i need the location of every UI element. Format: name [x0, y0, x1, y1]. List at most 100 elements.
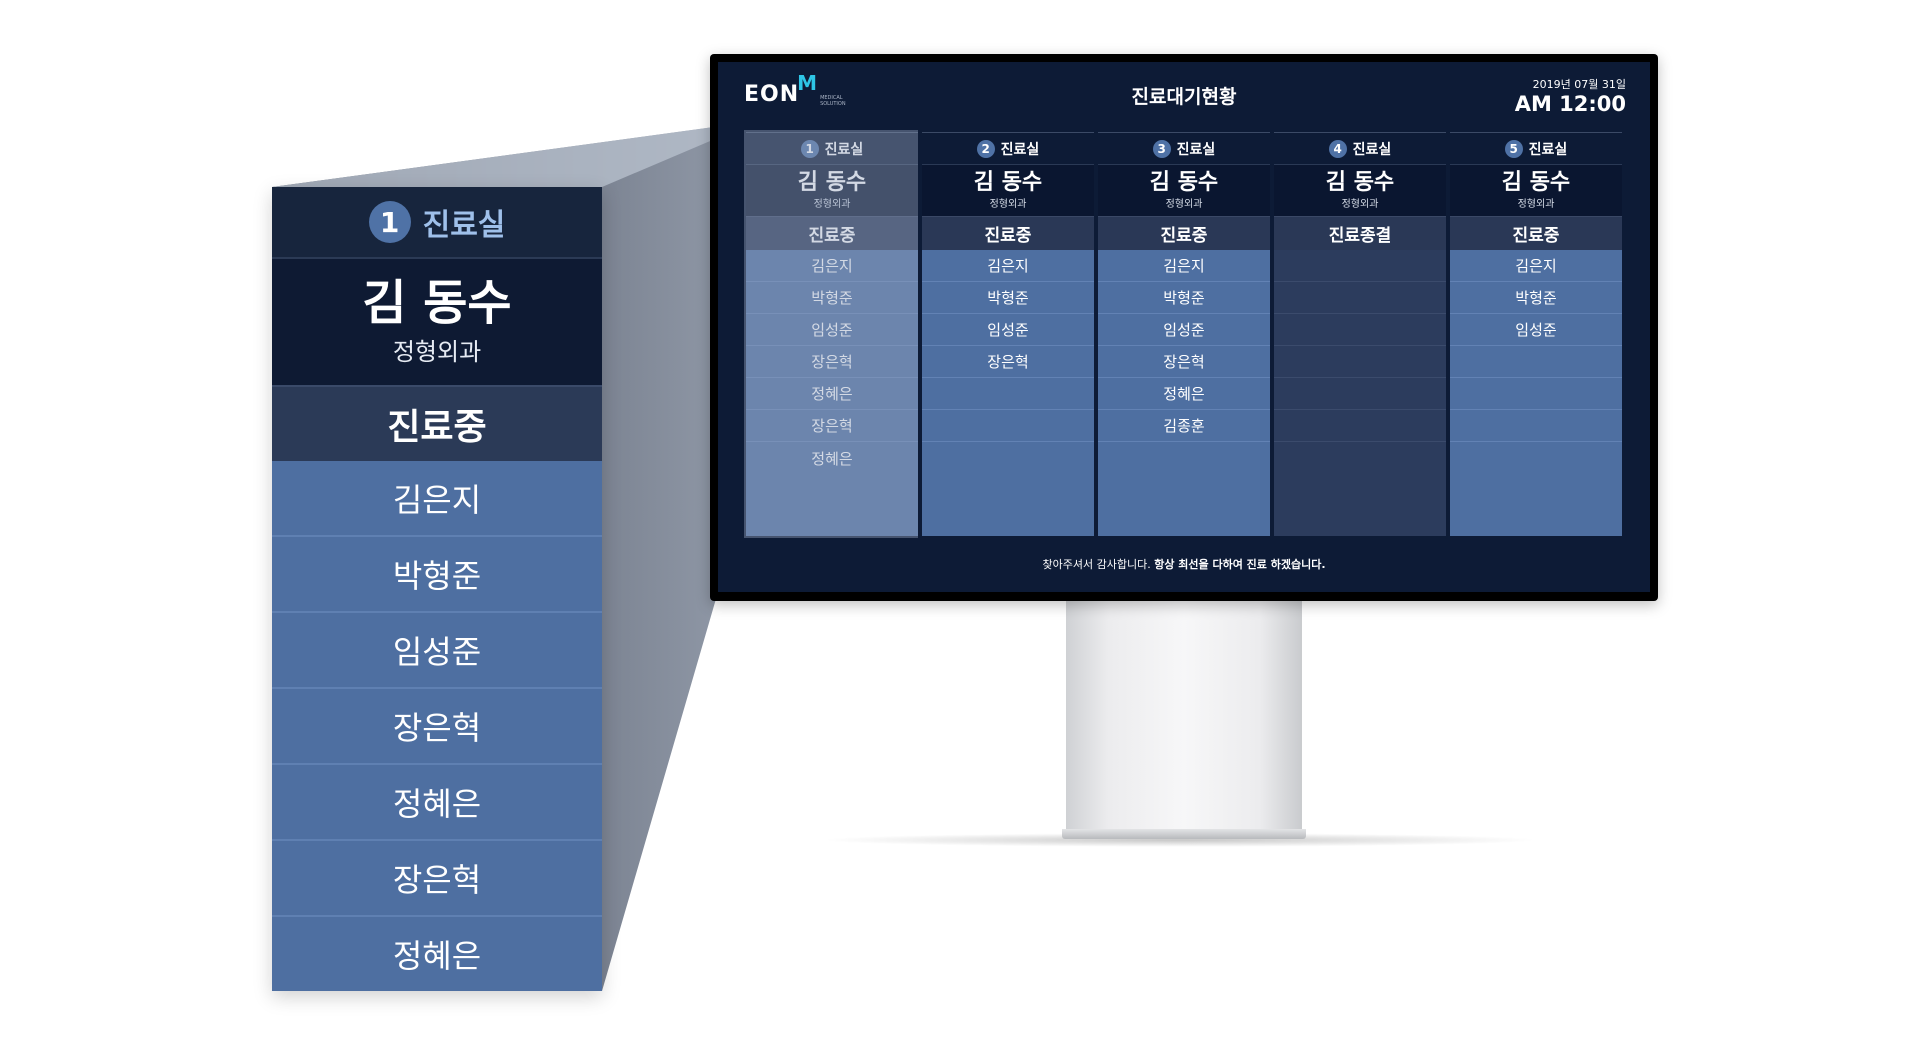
doctor-name: 김 동수 [797, 169, 867, 195]
patient-row: 김은지 [1450, 250, 1622, 282]
room-number-badge: 4 [1328, 139, 1347, 158]
doctor-block: 김 동수 정형외과 [1098, 164, 1270, 216]
status-badge: 진료중 [922, 216, 1094, 250]
room-label: 진료실 [1352, 141, 1392, 158]
patient-row: 장은혁 [746, 410, 918, 442]
room-column-1: 1 진료실 김 동수 정형외과 진료중 김은지 박형준 임성준 장은혁 정혜은 … [746, 132, 918, 536]
zoom-doctor-block: 김 동수 정형외과 [272, 259, 602, 385]
zoom-department: 정형외과 [392, 337, 482, 366]
logo-main: EON [744, 82, 800, 107]
patient-row: 박형준 [1450, 282, 1622, 314]
logo-accent: M [797, 71, 819, 95]
patient-list: 김은지 박형준 임성준 장은혁 정혜은 김종훈 [1098, 250, 1270, 536]
patient-row [1274, 346, 1446, 378]
department: 정형외과 [1517, 199, 1555, 211]
patient-row: 임성준 [746, 314, 918, 346]
room-header: 5 진료실 [1450, 132, 1622, 164]
logo-sub: MEDICAL SOLUTION [820, 95, 846, 107]
department: 정형외과 [813, 199, 851, 211]
department: 정형외과 [989, 199, 1027, 211]
screen-title: 진료대기현황 [1131, 86, 1237, 108]
patient-row: 김은지 [746, 250, 918, 282]
screen-footer: 찾아주셔서 감사합니다. 항상 최선을 다하여 진료 하겠습니다. [718, 556, 1650, 572]
patient-row [1274, 410, 1446, 442]
patient-row: 박형준 [1098, 282, 1270, 314]
patient-row [1274, 250, 1446, 282]
zoom-patient-list: 김은지 박형준 임성준 장은혁 정혜은 장은혁 정혜은 [272, 461, 602, 991]
patient-row [922, 378, 1094, 410]
room-label: 진료실 [1000, 141, 1040, 158]
doctor-block: 김 동수 정형외과 [922, 164, 1094, 216]
patient-row [1274, 442, 1446, 474]
status-badge: 진료중 [746, 216, 918, 250]
room-column-3: 3 진료실 김 동수 정형외과 진료중 김은지 박형준 임성준 장은혁 정혜은 … [1098, 132, 1270, 536]
zoom-patient-row: 김은지 [272, 461, 602, 537]
patient-row: 임성준 [922, 314, 1094, 346]
room-header: 2 진료실 [922, 132, 1094, 164]
department: 정형외과 [1341, 199, 1379, 211]
patient-row: 임성준 [1098, 314, 1270, 346]
patient-list: 김은지 박형준 임성준 장은혁 [922, 250, 1094, 536]
patient-row: 김은지 [922, 250, 1094, 282]
department: 정형외과 [1165, 199, 1203, 211]
patient-row [1274, 314, 1446, 346]
zoom-patient-row: 정혜은 [272, 765, 602, 841]
room-column-4: 4 진료실 김 동수 정형외과 진료종결 [1274, 132, 1446, 536]
zoom-room-label: 진료실 [422, 208, 506, 243]
patient-row [1274, 282, 1446, 314]
room-column-2: 2 진료실 김 동수 정형외과 진료중 김은지 박형준 임성준 장은혁 [922, 132, 1094, 536]
zoom-patient-row: 임성준 [272, 613, 602, 689]
patient-row [922, 410, 1094, 442]
patient-row: 박형준 [746, 282, 918, 314]
doctor-name: 김 동수 [973, 169, 1043, 195]
doctor-name: 김 동수 [1149, 169, 1219, 195]
doctor-name: 김 동수 [1325, 169, 1395, 195]
zoom-patient-row: 박형준 [272, 537, 602, 613]
zoom-patient-row: 장은혁 [272, 841, 602, 917]
floor-shadow [820, 833, 1540, 847]
room-number-badge: 1 [800, 139, 819, 158]
room-number-badge: 5 [1504, 139, 1523, 158]
patient-row: 임성준 [1450, 314, 1622, 346]
room-label: 진료실 [1528, 141, 1568, 158]
patient-row: 정혜은 [1098, 378, 1270, 410]
patient-row: 김은지 [1098, 250, 1270, 282]
status-badge: 진료중 [1450, 216, 1622, 250]
footer-text: 찾아주셔서 감사합니다. [1042, 558, 1155, 571]
doctor-name: 김 동수 [1501, 169, 1571, 195]
room-header: 1 진료실 [746, 132, 918, 164]
room-number-badge: 2 [976, 139, 995, 158]
patient-row [1098, 442, 1270, 474]
room-label: 진료실 [1176, 141, 1216, 158]
room-number-badge: 3 [1152, 139, 1171, 158]
room-column-5: 5 진료실 김 동수 정형외과 진료중 김은지 박형준 임성준 [1450, 132, 1622, 536]
patient-row [1274, 378, 1446, 410]
room-header: 3 진료실 [1098, 132, 1270, 164]
patient-row [922, 442, 1094, 474]
patient-list [1274, 250, 1446, 536]
doctor-block: 김 동수 정형외과 [1274, 164, 1446, 216]
screen-header: EON M MEDICAL SOLUTION 진료대기현황 2019년 07월 … [718, 62, 1650, 124]
patient-row [1450, 410, 1622, 442]
zoom-room-header: 1 진료실 [272, 187, 602, 259]
screen-date: 2019년 07월 31일 [1532, 78, 1626, 91]
monitor: EON M MEDICAL SOLUTION 진료대기현황 2019년 07월 … [710, 54, 1658, 601]
patient-row: 김종훈 [1098, 410, 1270, 442]
footer-bold-text: 항상 최선을 다하여 진료 하겠습니다. [1154, 558, 1326, 571]
patient-row: 정혜은 [746, 378, 918, 410]
patient-row: 정혜은 [811, 449, 853, 468]
zoomed-room-panel: 1 진료실 김 동수 정형외과 진료중 김은지 박형준 임성준 장은혁 정혜은 … [272, 187, 602, 991]
room-columns: 1 진료실 김 동수 정형외과 진료중 김은지 박형준 임성준 장은혁 정혜은 … [746, 132, 1622, 536]
monitor-stand [1066, 601, 1302, 837]
zoom-doctor-name: 김 동수 [362, 275, 512, 332]
monitor-stand-foot [1062, 829, 1306, 839]
patient-row [1450, 378, 1622, 410]
logo: EON M MEDICAL SOLUTION [744, 71, 854, 107]
screen-time: AM 12:00 [1514, 92, 1626, 116]
doctor-block: 김 동수 정형외과 [1450, 164, 1622, 216]
room-label: 진료실 [824, 141, 864, 158]
patient-row: 박형준 [922, 282, 1094, 314]
status-badge: 진료종결 [1274, 216, 1446, 250]
patient-row [1450, 442, 1622, 474]
